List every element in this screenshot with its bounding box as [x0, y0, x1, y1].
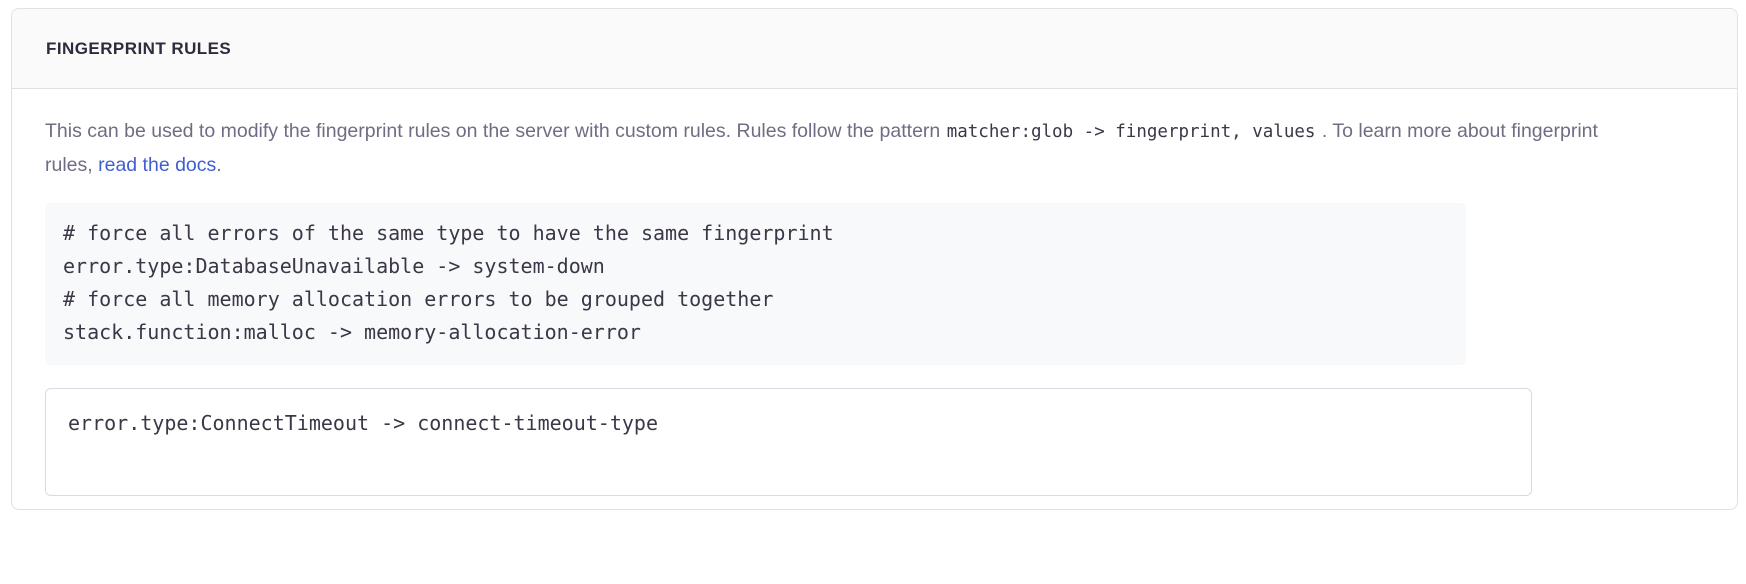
read-the-docs-link[interactable]: read the docs [98, 154, 217, 176]
example-code-text: # force all errors of the same type to h… [63, 221, 834, 344]
example-code-block: # force all errors of the same type to h… [45, 203, 1466, 365]
panel-description: This can be used to modify the fingerpri… [45, 115, 1645, 182]
fingerprint-rules-panel: FINGERPRINT RULES This can be used to mo… [11, 8, 1738, 510]
description-text-middle: . To learn more about fingerprint rules, [45, 120, 1598, 176]
panel-body: This can be used to modify the fingerpri… [12, 89, 1737, 496]
page-title: FINGERPRINT RULES [46, 39, 232, 58]
fingerprint-rules-input[interactable] [45, 388, 1532, 496]
description-text-leading: This can be used to modify the fingerpri… [45, 120, 946, 142]
panel-header: FINGERPRINT RULES [12, 9, 1737, 89]
inline-code-pattern: matcher:glob -> fingerprint, values [946, 122, 1316, 142]
description-text-trailing: . [216, 154, 222, 176]
